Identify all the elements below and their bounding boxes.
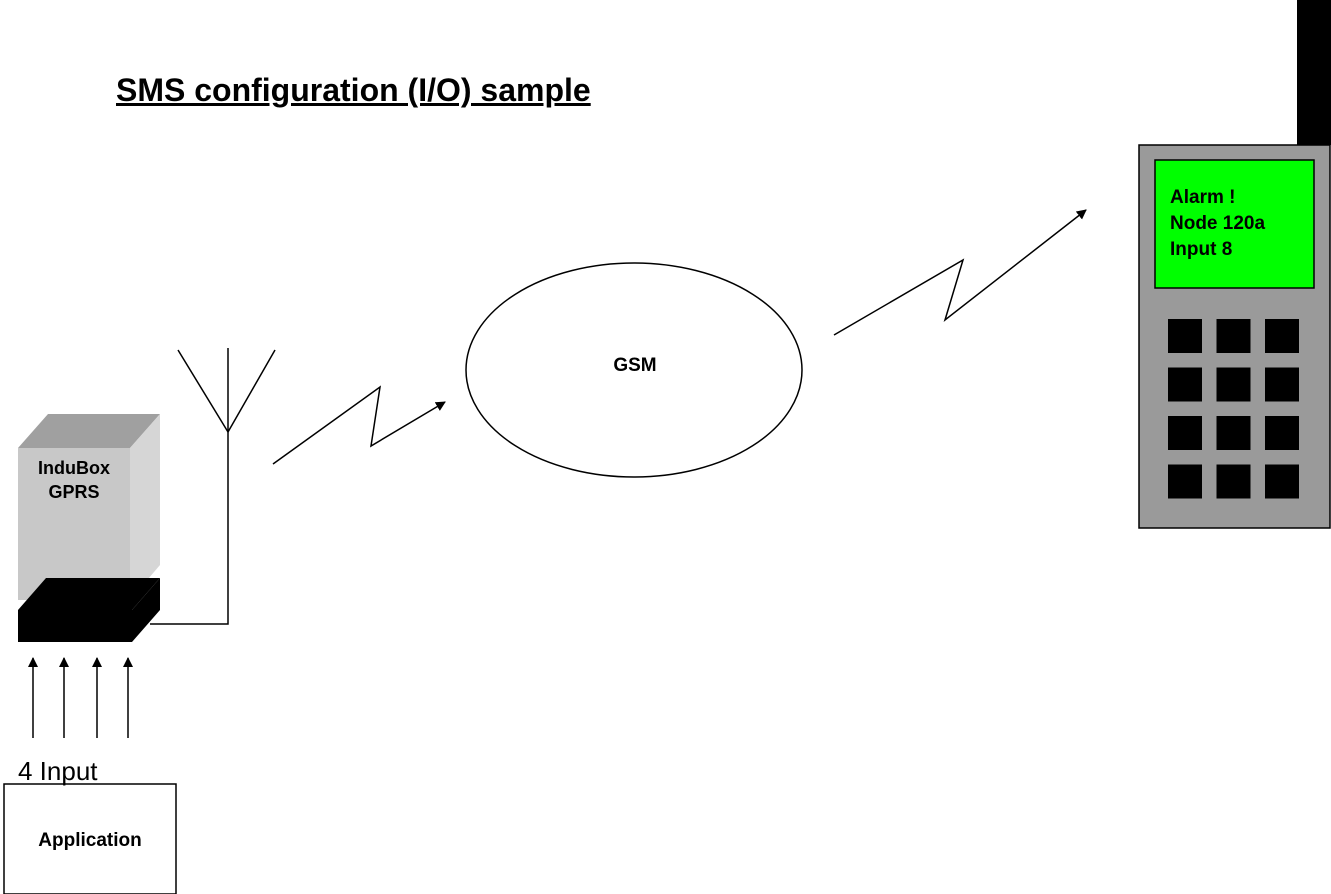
antenna-arm-left — [177, 349, 229, 433]
antenna — [150, 348, 276, 625]
application-label: Application — [38, 830, 142, 851]
modem-top-face — [18, 578, 160, 610]
phone-key — [1265, 416, 1299, 450]
device-label-line1: InduBox — [38, 458, 110, 478]
indubox-front-face — [18, 448, 130, 600]
mobile-phone — [1138, 144, 1331, 529]
radio-link-to-phone — [833, 209, 1087, 336]
phone-key — [1168, 416, 1202, 450]
phone-key — [1265, 464, 1299, 499]
gsm-network-ellipse — [465, 262, 803, 478]
phone-key — [1216, 367, 1251, 402]
phone-screen-line-3: Input 8 — [1170, 239, 1233, 260]
phone-key — [1168, 464, 1202, 499]
phone-screen-line-1: Alarm ! — [1170, 187, 1236, 208]
phone-key — [1265, 367, 1299, 402]
phone-key — [1168, 367, 1202, 402]
antenna-arm-right — [227, 349, 276, 433]
phone-key — [1216, 464, 1251, 499]
modem-unit — [18, 578, 160, 642]
phone-screen — [1154, 159, 1315, 289]
modem-front-face — [18, 610, 132, 642]
application-box — [3, 783, 177, 894]
indubox-device — [18, 414, 160, 600]
phone-screen-line-2: Node 120a — [1170, 213, 1266, 234]
gsm-label: GSM — [613, 355, 657, 376]
radio-link-to-gsm — [272, 385, 446, 465]
right-edge-bar — [1297, 0, 1331, 145]
modem-side-face — [132, 578, 160, 642]
device-label-line2: GPRS — [48, 482, 100, 502]
input-arrows — [28, 657, 133, 738]
antenna-cable — [150, 432, 229, 625]
phone-key — [1216, 319, 1251, 353]
phone-key — [1168, 319, 1202, 353]
indubox-top-face — [18, 414, 160, 448]
phone-key — [1216, 416, 1251, 450]
diagram-title: SMS configuration (I/O) sample — [116, 72, 591, 108]
phone-key — [1265, 319, 1299, 353]
phone-keypad — [1168, 319, 1299, 499]
inputs-label: 4 Input — [18, 756, 98, 786]
indubox-side-face — [130, 414, 160, 600]
